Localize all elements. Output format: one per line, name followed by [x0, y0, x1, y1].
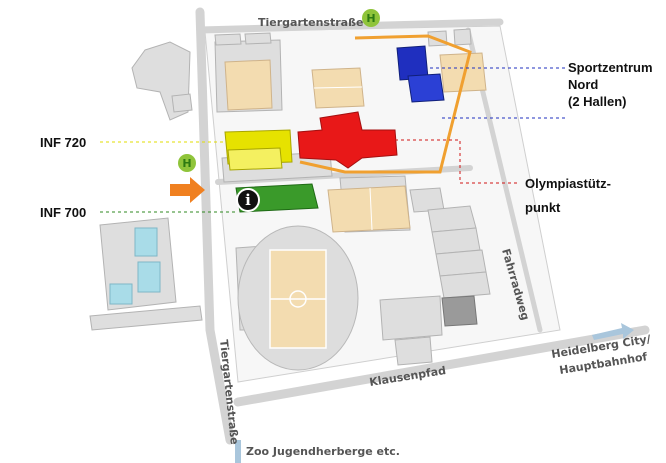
swimming-pools — [109, 227, 161, 305]
route-path — [299, 34, 472, 174]
building-inf720 — [224, 129, 293, 171]
road-network — [195, 7, 650, 445]
info-letter: i — [245, 191, 251, 209]
field-markings — [313, 86, 373, 231]
heidelberg-arrow — [592, 323, 634, 340]
bus-stop-icon — [362, 9, 380, 27]
building-olympiastuetzpunkt — [297, 111, 398, 169]
entrance-arrow — [170, 177, 205, 203]
zoo-arrow — [235, 440, 241, 463]
label-sportzentrum-line2: Nord — [568, 77, 598, 92]
building-sportzentrum — [396, 45, 445, 103]
street-name-north: Tiergartenstraße — [258, 16, 363, 29]
bus-stop-letter: H — [366, 12, 375, 25]
label-olympiastuetzpunkt-line2: punkt — [525, 200, 561, 215]
destination-zoo: Zoo Jugendherberge etc. — [246, 445, 400, 458]
info-marker — [236, 188, 260, 212]
label-sportzentrum-line3: (2 Hallen) — [568, 94, 627, 109]
label-inf720: INF 720 — [40, 135, 86, 150]
label-inf700: INF 700 — [40, 205, 86, 220]
label-sportzentrum-line1: Sportzentrum — [568, 60, 653, 75]
bus-stop-letter: H — [182, 157, 191, 170]
dark-building — [441, 295, 478, 327]
stadium-center-circle — [289, 290, 307, 308]
bus-stop-icon — [178, 154, 196, 172]
label-olympiastuetzpunkt-line1: Olympiastütz- — [525, 176, 611, 191]
leader-lines — [100, 67, 565, 213]
